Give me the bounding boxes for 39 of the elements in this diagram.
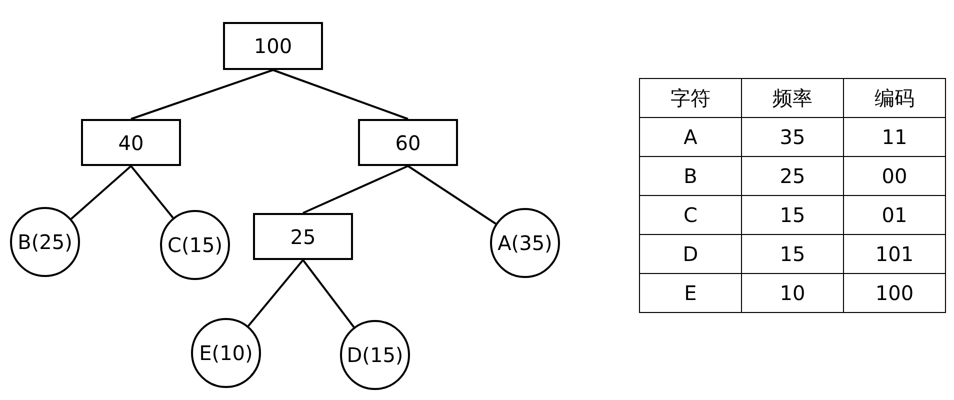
- table-cell: C: [640, 196, 742, 234]
- node-label: A(35): [498, 231, 552, 255]
- connector-line: [302, 165, 408, 214]
- node-label: 25: [290, 224, 316, 248]
- table-cell: 100: [844, 274, 946, 312]
- connector-line: [248, 259, 304, 327]
- weight-box: [358, 119, 458, 166]
- connector-line: [302, 259, 355, 328]
- connector-line: [407, 165, 496, 225]
- table-cell: B: [640, 156, 742, 196]
- node-label: C(15): [167, 233, 223, 257]
- node-label: D(15): [346, 343, 404, 367]
- table-cell: 15: [742, 196, 844, 234]
- table-cell: 15: [742, 234, 844, 274]
- node-label: B(25): [18, 230, 72, 254]
- table-cell: 101: [844, 234, 946, 274]
- weight-box: [223, 22, 323, 70]
- table-cell: 11: [844, 118, 946, 156]
- table-cell: A: [640, 118, 742, 156]
- table-cell: 35: [742, 118, 844, 156]
- weight-box: [253, 213, 353, 260]
- table-cell: 01: [844, 196, 946, 234]
- table-cell: 00: [844, 156, 946, 196]
- table-cell: 10: [742, 274, 844, 312]
- connector-line: [130, 69, 274, 120]
- connector-line: [272, 69, 408, 120]
- node-label: E(10): [199, 341, 253, 365]
- header-cell: 频率: [742, 78, 844, 118]
- connector-line: [130, 165, 174, 218]
- node-label: 60: [395, 130, 421, 154]
- header-cell: 编码: [844, 78, 946, 118]
- connector-line: [70, 165, 132, 220]
- weight-box: [81, 119, 181, 166]
- table-cell: 25: [742, 156, 844, 196]
- node-label: 100: [254, 34, 292, 58]
- table-cell: E: [640, 274, 742, 312]
- header-cell: 字符: [640, 78, 742, 118]
- node-label: 40: [118, 130, 144, 154]
- table-cell: D: [640, 234, 742, 274]
